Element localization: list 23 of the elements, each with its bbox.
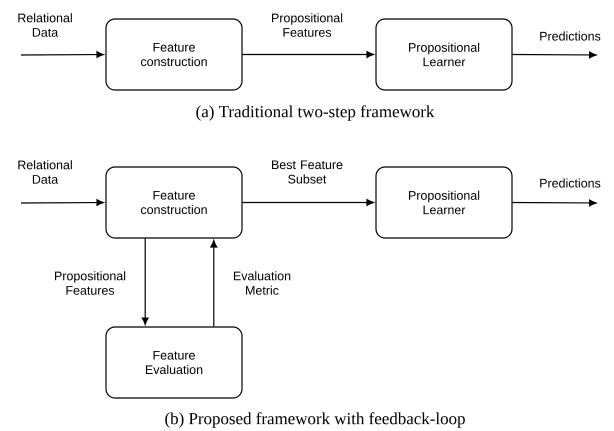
arrow xyxy=(21,199,104,206)
arrow xyxy=(242,51,374,58)
process-box: Feature Evaluation xyxy=(105,326,243,399)
subcaption: (a) Traditional two-step framework xyxy=(196,105,434,121)
edge-label: Relational Data xyxy=(18,13,72,37)
edge-label: Propositional Features xyxy=(272,13,342,37)
process-box: Propositional Learner xyxy=(375,18,513,91)
arrow xyxy=(210,240,218,326)
arrow xyxy=(142,238,149,325)
process-box: Propositional Learner xyxy=(375,166,513,239)
arrow xyxy=(512,200,596,206)
subcaption: (b) Proposed framework with feedback-loop xyxy=(165,412,465,428)
edge-label: Relational Data xyxy=(18,160,72,184)
process-box: Feature construction xyxy=(105,166,243,239)
edge-label: Propositional Features xyxy=(55,271,126,295)
edge-label: Best Feature Subset xyxy=(272,160,342,184)
arrow xyxy=(21,51,104,58)
process-box: Feature construction xyxy=(105,18,243,91)
arrow xyxy=(512,52,596,58)
edge-label: Predictions xyxy=(540,178,600,188)
edge-label: Evaluation Metric xyxy=(234,271,290,295)
edge-label: Predictions xyxy=(540,31,600,41)
arrow xyxy=(242,199,374,206)
